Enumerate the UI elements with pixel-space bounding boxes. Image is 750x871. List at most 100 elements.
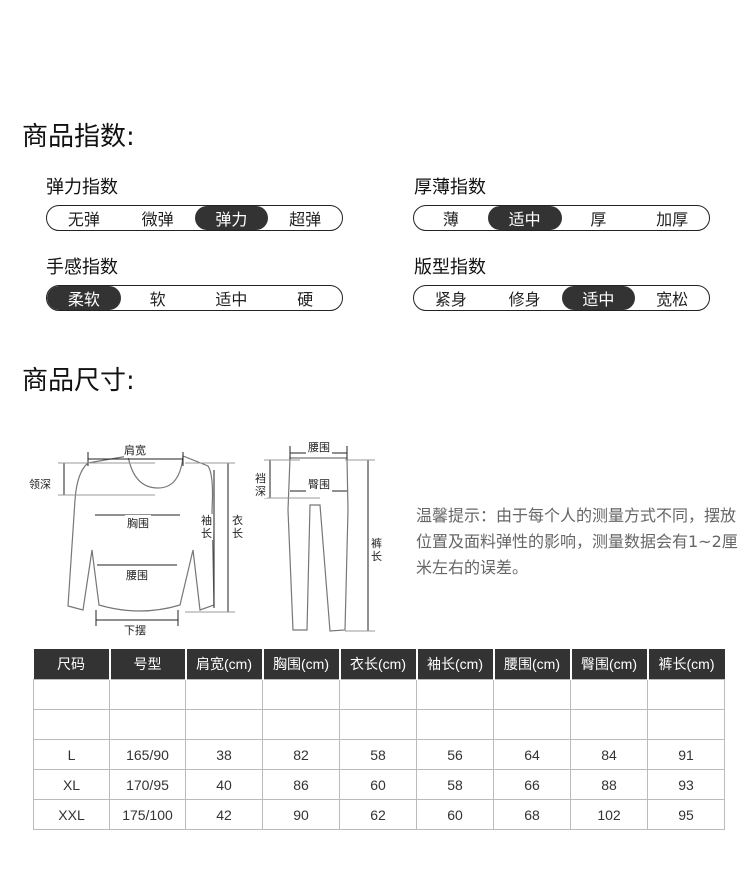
- header-cell: 衣长(cm): [339, 649, 418, 680]
- elasticity-option: 微弹: [141, 210, 174, 229]
- feel-scale: 柔软软适中硬: [46, 285, 343, 311]
- table-cell: [570, 709, 648, 740]
- crotch-depth-label: 裆深: [254, 472, 267, 498]
- table-cell: 62: [339, 799, 417, 830]
- size-table: 尺码 号型 肩宽(cm) 胸围(cm) 衣长(cm) 袖长(cm) 腰围(cm)…: [33, 649, 725, 830]
- length-label: 衣长: [231, 514, 244, 540]
- table-cell: 90: [262, 799, 340, 830]
- table-cell: 42: [185, 799, 263, 830]
- index-section-title: 商品指数:: [22, 122, 135, 152]
- table-cell: XXL: [33, 799, 110, 830]
- table-cell: 175/100: [109, 799, 186, 830]
- elasticity-option: 弹力: [194, 206, 269, 230]
- fit-label: 版型指数: [414, 257, 486, 278]
- table-cell: [262, 709, 340, 740]
- table-cell: 170/95: [109, 769, 186, 800]
- table-cell: 84: [570, 739, 648, 770]
- table-cell: 60: [416, 799, 494, 830]
- table-cell: [339, 709, 417, 740]
- table-cell: 58: [339, 739, 417, 770]
- table-cell: 93: [647, 769, 725, 800]
- table-cell: 95: [647, 799, 725, 830]
- header-cell: 臀围(cm): [570, 649, 649, 680]
- thickness-label: 厚薄指数: [414, 177, 486, 198]
- header-cell: 胸围(cm): [262, 649, 341, 680]
- hem-label: 下摆: [124, 622, 146, 638]
- chest-label: 胸围: [125, 515, 151, 531]
- fit-option: 适中: [561, 286, 636, 310]
- table-cell: [647, 709, 725, 740]
- fit-scale: 紧身 修身 适中 宽松: [413, 285, 710, 311]
- size-section-title: 商品尺寸:: [22, 366, 135, 396]
- shoulder-label: 肩宽: [124, 442, 146, 458]
- measurement-tip: 温馨提示：由于每个人的测量方式不同，摆放位置及面料弹性的影响，测量数据会有1~2…: [416, 506, 738, 577]
- header-cell: 袖长(cm): [416, 649, 495, 680]
- table-cell: 82: [262, 739, 340, 770]
- table-cell: [33, 709, 110, 740]
- table-cell: 66: [493, 769, 571, 800]
- header-cell: 尺码: [33, 649, 111, 680]
- feel-option: 软: [149, 290, 166, 309]
- feel-label: 手感指数: [46, 257, 118, 278]
- fit-option: 宽松: [656, 290, 689, 309]
- hip-label: 臀围: [306, 476, 332, 492]
- table-cell: L: [33, 739, 110, 770]
- table-cell: 86: [262, 769, 340, 800]
- thickness-option: 薄: [442, 210, 459, 229]
- table-cell: 165/90: [109, 739, 186, 770]
- table-cell: [109, 709, 186, 740]
- table-cell: 58: [416, 769, 494, 800]
- table-cell: [339, 679, 417, 710]
- table-cell: [185, 679, 263, 710]
- table-cell: [493, 709, 571, 740]
- thickness-option: 适中: [487, 206, 562, 230]
- table-cell: 38: [185, 739, 263, 770]
- thickness-option: 加厚: [656, 210, 689, 229]
- pants-length-label: 裤长: [370, 537, 383, 563]
- table-row: [33, 679, 725, 710]
- table-cell: 40: [185, 769, 263, 800]
- table-cell: [647, 679, 725, 710]
- table-cell: 56: [416, 739, 494, 770]
- shirt-outline: [67, 455, 215, 612]
- elasticity-scale: 无弹 微弹 弹力 超弹: [46, 205, 343, 231]
- table-row: [33, 709, 725, 740]
- waist-label: 腰围: [124, 567, 150, 583]
- size-table-header: 尺码 号型 肩宽(cm) 胸围(cm) 衣长(cm) 袖长(cm) 腰围(cm)…: [33, 649, 725, 680]
- elasticity-option: 超弹: [289, 210, 322, 229]
- table-cell: [570, 679, 648, 710]
- table-cell: [493, 679, 571, 710]
- table-cell: 64: [493, 739, 571, 770]
- table-cell: 91: [647, 739, 725, 770]
- elasticity-label: 弹力指数: [46, 177, 118, 198]
- table-cell: [109, 679, 186, 710]
- fit-option: 修身: [508, 290, 541, 309]
- header-cell: 腰围(cm): [493, 649, 572, 680]
- table-cell: [33, 679, 110, 710]
- feel-option: 柔软: [47, 286, 121, 310]
- header-cell: 号型: [109, 649, 187, 680]
- sleeve-label: 袖长: [200, 514, 213, 540]
- table-cell: XL: [33, 769, 110, 800]
- pants-outline: [287, 457, 349, 632]
- table-cell: 68: [493, 799, 571, 830]
- table-cell: 102: [570, 799, 648, 830]
- fit-option: 紧身: [434, 290, 467, 309]
- table-cell: [416, 679, 494, 710]
- table-cell: [262, 679, 340, 710]
- thickness-scale: 薄 适中 厚 加厚: [413, 205, 710, 231]
- elasticity-option: 无弹: [67, 210, 100, 229]
- table-cell: 60: [339, 769, 417, 800]
- table-cell: [185, 709, 263, 740]
- table-cell: [416, 709, 494, 740]
- header-cell: 肩宽(cm): [185, 649, 264, 680]
- neck-depth-label: 领深: [29, 476, 51, 492]
- feel-option: 适中: [215, 290, 248, 309]
- thickness-option: 厚: [590, 210, 607, 229]
- pants-waist-label: 腰围: [306, 439, 332, 455]
- table-cell: 88: [570, 769, 648, 800]
- header-cell: 裤长(cm): [647, 649, 725, 680]
